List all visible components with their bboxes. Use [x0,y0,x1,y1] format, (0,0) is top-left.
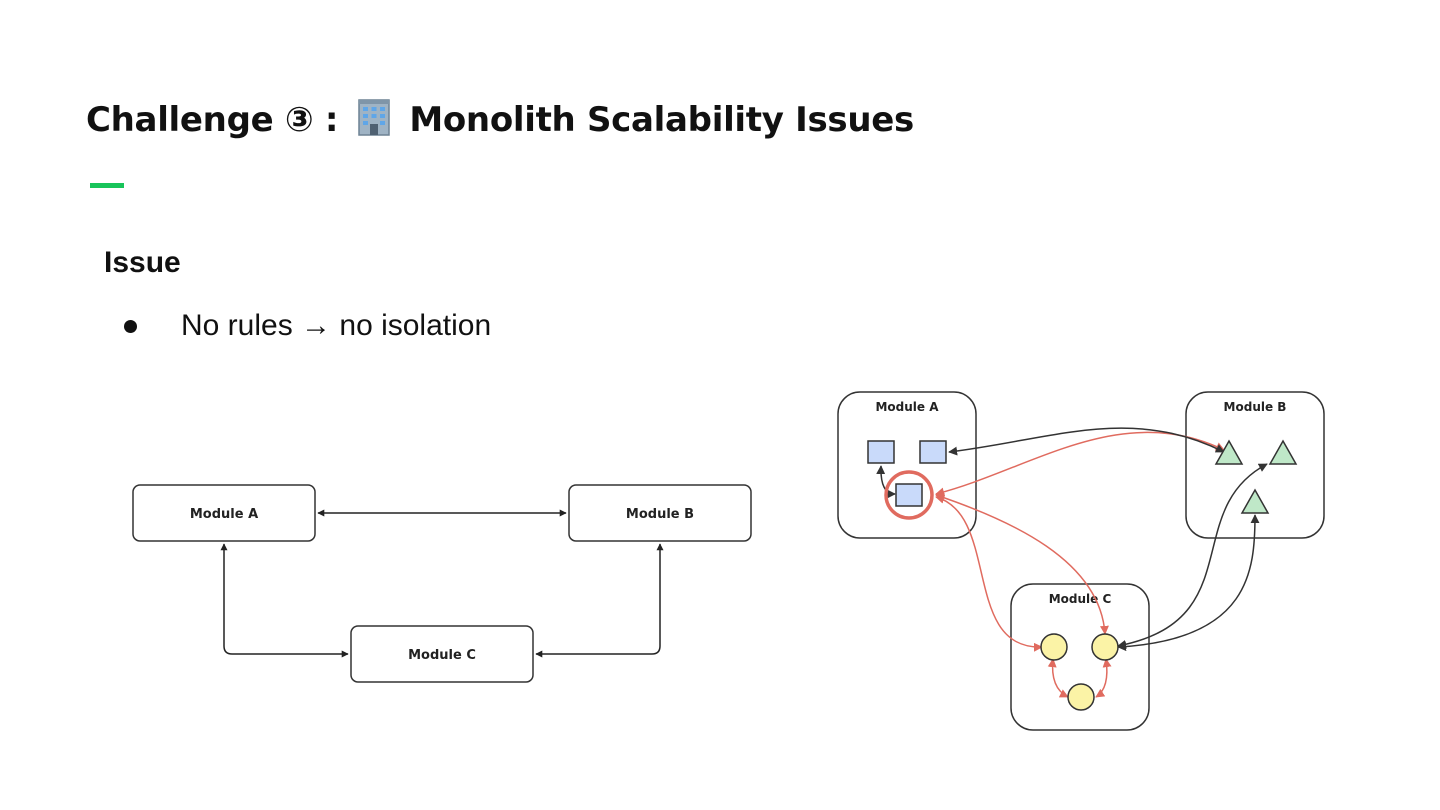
problem-highlight-ring [884,470,934,520]
module-c-circle-1 [1040,633,1068,661]
edge-a-c [220,543,349,658]
red-line-c-right-bottom [1095,658,1112,698]
bullet-list: No rules → no isolation [120,306,491,346]
bullet-text: No rules → no isolation [181,309,492,342]
title-prefix: Challenge ③ : [86,100,339,140]
red-line-a-to-b [935,431,1225,497]
gray-line-c-to-b-bottom [1117,514,1260,652]
module-c-circle-3 [1067,683,1095,711]
bullet-item: No rules → no isolation [120,306,491,346]
module-b-triangle-2 [1268,439,1298,465]
module-a-square-1 [867,440,895,464]
module-b-triangle-1 [1214,439,1244,465]
module-b-triangle-3 [1240,488,1270,514]
gray-line-a-to-b [948,427,1225,456]
red-line-a-to-c-right [935,493,1109,635]
module-a-label: Module A [190,507,258,522]
red-line-c-left-bottom [1047,658,1069,698]
module-a-square-2 [919,440,947,464]
module-a-square-3 [895,483,923,507]
module-b-label: Module B [626,507,694,522]
edge-b-c [535,543,664,658]
module-c-box: Module C [350,625,534,683]
section-heading: Issue [104,246,181,279]
gray-line-internal-a [876,465,896,499]
tangled-module-c-label: Module C [1049,592,1112,606]
module-a-box: Module A [132,484,316,542]
tangled-module-a: Module A [837,391,977,539]
slide-title: Challenge ③ : Monolith Scalability Issue… [86,92,914,148]
tangled-diagram: Module A Module B Module C [837,391,1325,731]
accent-bar [90,183,124,188]
gray-dependency-lines [876,427,1268,652]
bullet-dot [124,319,137,333]
simple-diagram: Module A Module B Module C [132,484,752,683]
module-c-circle-2 [1091,633,1119,661]
module-c-label: Module C [408,648,476,663]
office-building-icon [358,99,390,136]
title-text: Monolith Scalability Issues [409,100,914,140]
module-b-box: Module B [568,484,752,542]
tangled-module-a-label: Module A [875,400,939,414]
tangled-module-b-label: Module B [1224,400,1287,414]
